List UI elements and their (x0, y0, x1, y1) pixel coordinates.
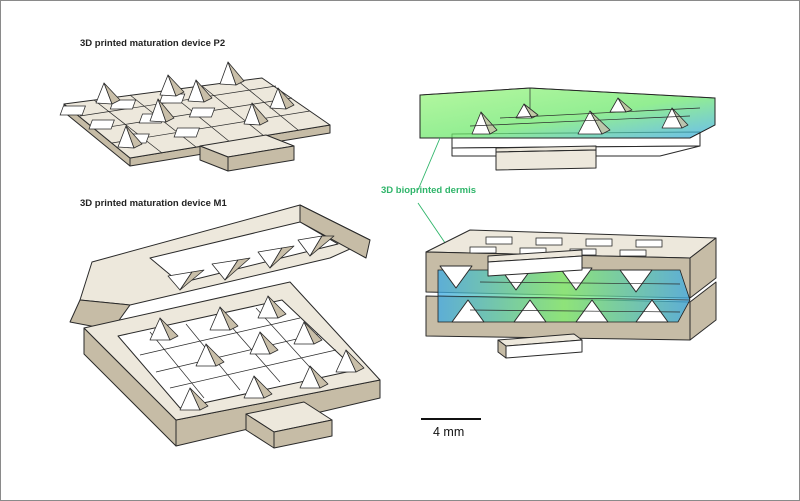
device-p2 (59, 61, 331, 172)
device-m1-assembled (425, 229, 717, 359)
label-dermis: 3D bioprinted dermis (381, 185, 477, 196)
label-device-m1: 3D printed maturation device M1 (80, 198, 227, 209)
label-device-p2: 3D printed maturation device P2 (80, 38, 226, 49)
device-m1 (69, 204, 381, 449)
scale-bar-label: 4 mm (433, 425, 465, 439)
device-p2-with-dermis (419, 87, 716, 171)
